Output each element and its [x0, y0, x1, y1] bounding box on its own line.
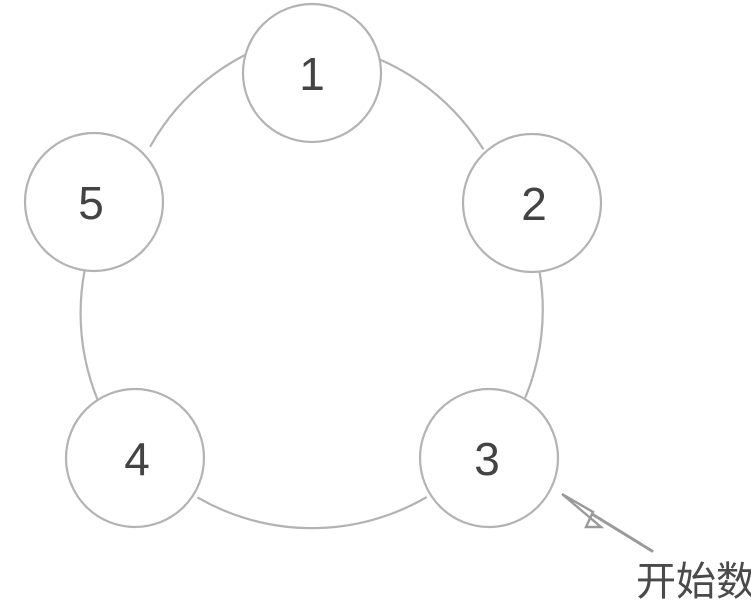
- ring-arc-group: [79, 51, 544, 530]
- node-circle-4[interactable]: [64, 387, 206, 529]
- node-label-5: 5: [78, 177, 104, 229]
- node-label-2: 2: [521, 178, 547, 230]
- node-circle-1[interactable]: [241, 2, 383, 144]
- arc-4-to-5: [79, 269, 99, 400]
- arrow-shaft-line: [590, 512, 654, 553]
- node-group: [23, 2, 603, 529]
- arc-3-to-4: [197, 496, 428, 530]
- start-pointer-arrow: [561, 492, 654, 553]
- start-annotation-label: 开始数: [636, 559, 751, 603]
- arc-1-to-2: [375, 57, 484, 150]
- node-label-1: 1: [299, 48, 325, 100]
- arrow-head-crease: [561, 493, 594, 513]
- arrow-head-icon: [561, 492, 605, 529]
- arc-2-to-3: [524, 270, 544, 399]
- node-circle-5[interactable]: [23, 131, 165, 273]
- node-circle-3[interactable]: [418, 387, 560, 529]
- node-label-4: 4: [124, 433, 150, 485]
- node-label-group: 1 2 3 4 5: [78, 48, 547, 485]
- node-circle-2[interactable]: [461, 132, 603, 274]
- arc-5-to-1: [149, 51, 251, 148]
- node-label-3: 3: [474, 433, 500, 485]
